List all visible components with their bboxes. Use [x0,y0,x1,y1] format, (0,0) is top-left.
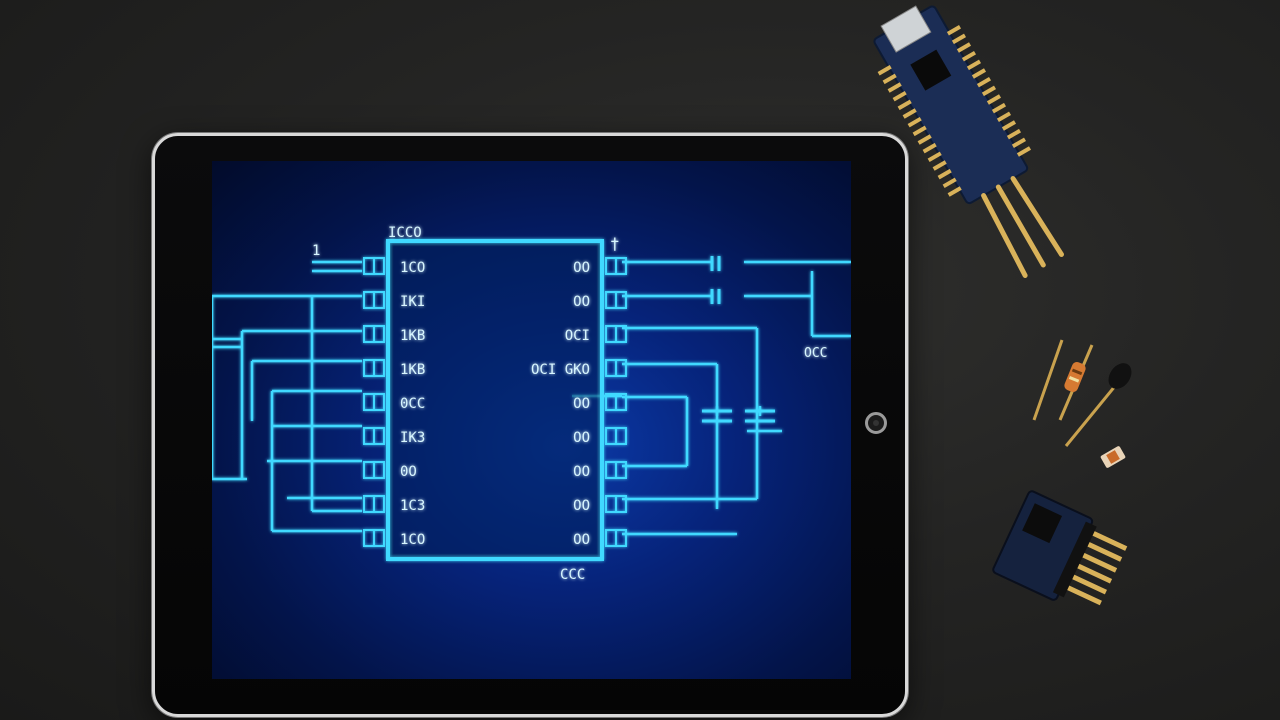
circuit-schematic: ICCO 1 † CCC OCC 1CO IKI 1KB 1KB 0CC IK3 0O 1C3… [212,225,851,583]
right-pin-label: OO [573,464,590,480]
right-pin-label: OO [573,532,590,548]
small-module [992,490,1128,606]
right-pin-label: OO [573,294,590,310]
right-pin-labels: OO OO OCI OCI GKO OO OO OO OO OO [531,260,590,548]
right-pin-label: OO [573,396,590,412]
left-pin-label: 0O [400,464,417,480]
left-pin-labels: 1CO IKI 1KB 1KB 0CC IK3 0O 1C3 1CO [400,260,425,548]
left-pin-label: 1CO [400,532,425,548]
right-pin-label: OCI [565,328,590,344]
capacitors [702,256,775,423]
right-pin-label: OO [573,260,590,276]
left-pin-boxes [363,257,385,547]
left-pin-label: 1KB [400,362,425,378]
left-pin-label: IK3 [400,430,425,446]
circuit-traces [212,260,851,536]
home-button[interactable] [865,412,887,434]
right-pin-boxes [605,257,627,547]
top-right-mark: † [610,234,620,253]
right-label: OCC [804,346,827,361]
left-pin-label: 1CO [400,260,425,276]
resistor [1032,339,1094,421]
left-pin-label: IKI [400,294,425,310]
bottom-label: CCC [560,567,585,583]
left-pin-label: 1KB [400,328,425,344]
left-pin-label: 1C3 [400,498,425,514]
right-pin-label: OO [573,430,590,446]
right-pin-label: OO [573,498,590,514]
smd-component [1100,446,1126,468]
chip-outline [386,239,604,561]
transistor [1064,363,1132,447]
left-pin-label: 0CC [400,396,425,412]
pin-header-right [946,24,1032,157]
tablet: ICCO 1 † CCC OCC 1CO IKI 1KB 1KB 0CC IK3 0O 1C3… [152,133,908,717]
top-left-mark: 1 [312,243,320,259]
tablet-screen: ICCO 1 † CCC OCC 1CO IKI 1KB 1KB 0CC IK3 0O 1C3… [212,161,851,679]
chip-label: ICCO [388,225,422,241]
right-pin-label: OCI GKO [531,362,590,378]
